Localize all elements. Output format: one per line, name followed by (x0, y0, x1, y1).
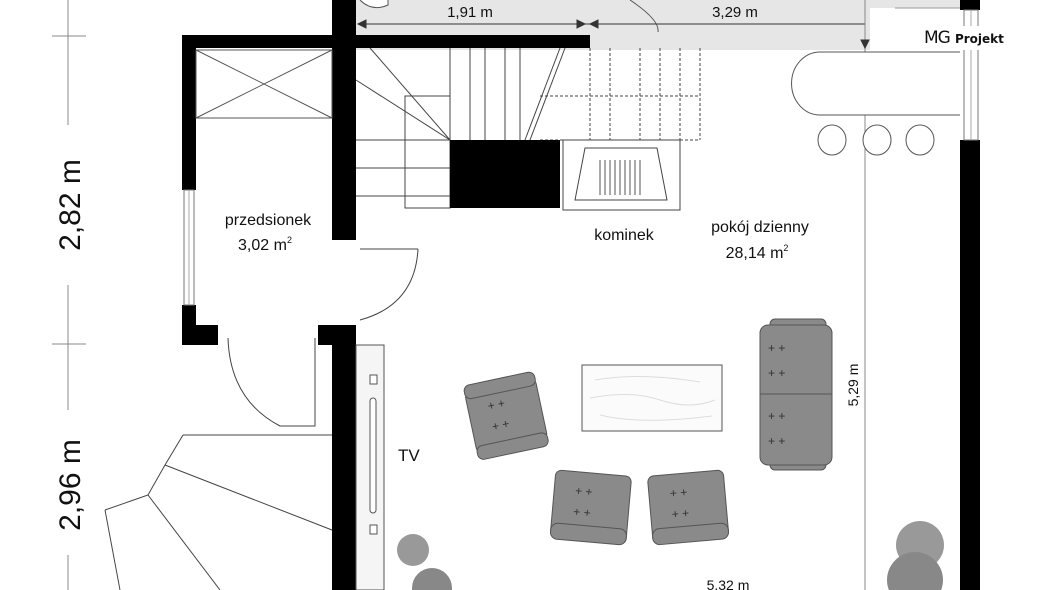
fireplace-icon (562, 139, 681, 211)
entrance-door (104, 248, 419, 590)
dimension-room-height: 5,29 m (845, 364, 861, 407)
svg-text:+ +: + + (768, 366, 785, 380)
fireplace-label: kominek (594, 227, 655, 244)
armchair: + + + + (549, 469, 632, 546)
room-name-vestibule: przedsionek (225, 212, 312, 229)
dimension-top-left: 1,91 m (447, 4, 493, 21)
room-name-living: pokój dzienny (711, 219, 809, 236)
staircase (355, 47, 701, 209)
walls (182, 0, 980, 590)
dimension-top-right: 3,29 m (712, 4, 758, 21)
dimension-left-lower: 2,96 m (54, 439, 87, 531)
bar-stool (817, 124, 847, 156)
tv-label: TV (398, 446, 420, 465)
svg-text:+ +: + + (573, 505, 592, 520)
svg-text:+ +: + + (491, 416, 511, 433)
bar-counter (791, 51, 960, 116)
room-area-vestibule: 3,02 m2 (238, 235, 292, 254)
room-area-living: 28,14 m2 (726, 243, 789, 262)
sofa: + + + + + + + + (759, 318, 833, 471)
armchair: + + + + (463, 371, 549, 460)
svg-text:+ +: + + (669, 485, 688, 500)
closet (195, 49, 333, 119)
svg-text:+ +: + + (768, 434, 785, 448)
svg-text:+ +: + + (768, 341, 785, 355)
svg-text:+ +: + + (768, 409, 785, 423)
svg-text:+ +: + + (671, 506, 690, 521)
mg-projekt-logo: MG Projekt (920, 26, 1008, 50)
plant-icon (887, 552, 943, 590)
dimension-left (52, 0, 86, 590)
fireplace-block (450, 140, 560, 208)
armchair: + + + + (647, 469, 729, 546)
svg-text:+ +: + + (486, 396, 506, 413)
plant-icon (412, 568, 452, 590)
logo-projekt: Projekt (954, 32, 1004, 46)
bar-stool (905, 124, 935, 156)
logo-mg: MG (924, 28, 951, 48)
tv-unit (355, 344, 385, 590)
dimension-left-upper: 2,82 m (54, 159, 87, 251)
svg-text:+ +: + + (575, 484, 594, 499)
dimension-room-width: 5.32 m (707, 577, 750, 590)
bar-stool (862, 124, 892, 156)
plant-icon (397, 534, 429, 566)
